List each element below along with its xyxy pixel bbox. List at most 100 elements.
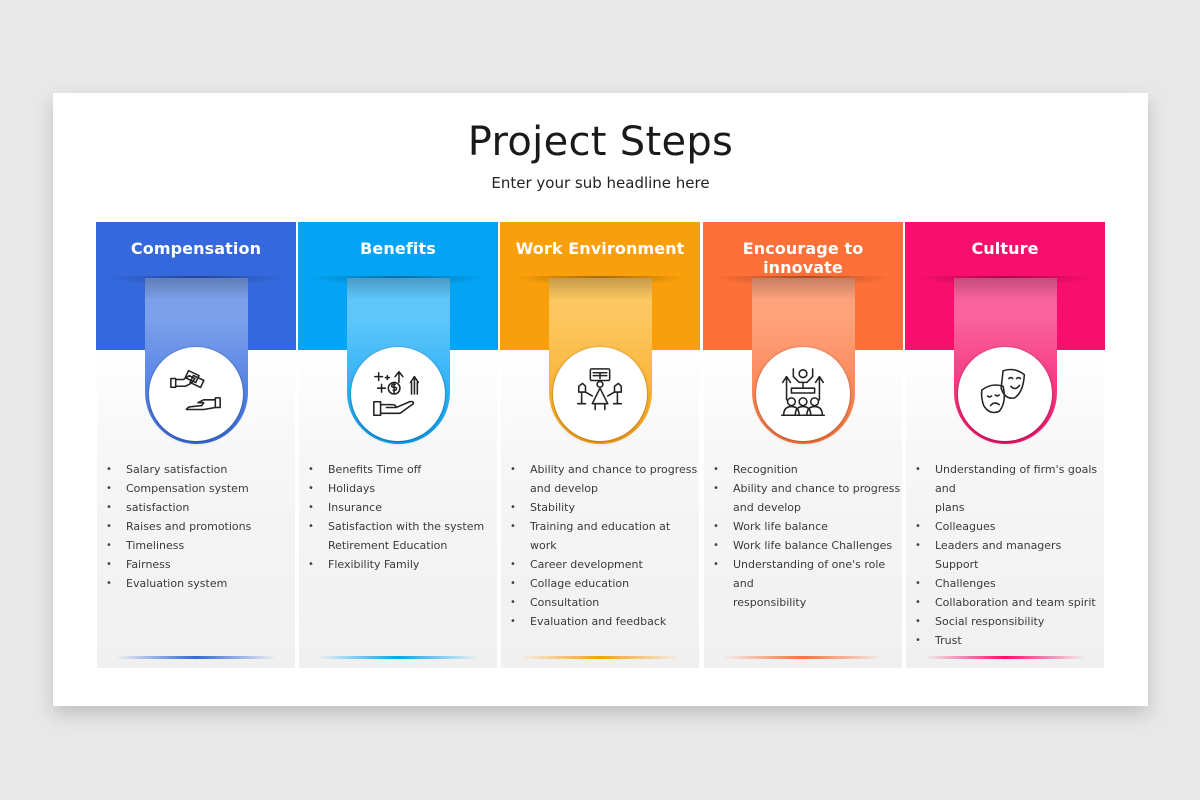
step-list-item-text: Retirement Education xyxy=(328,539,448,552)
step-list-item: • Satisfaction with the system xyxy=(306,517,496,536)
step-item-list: • Salary satisfaction • Compensation system… xyxy=(104,460,294,593)
step-list-item-text: plans xyxy=(935,501,965,514)
step-list-item-text: Social responsibility xyxy=(935,615,1045,628)
step-list-item-text: Ability and chance to progress xyxy=(733,482,901,495)
step-list-item: •Challenges xyxy=(913,574,1103,593)
step-list-item: • Collaboration and team spirit xyxy=(913,593,1103,612)
step-list-item: • Compensation system xyxy=(104,479,294,498)
ribbon-shade xyxy=(145,278,248,300)
step-list-item: • Consultation xyxy=(508,593,698,612)
step-column-benefits: Benefits •Benefits Time off•Holidays•Ins… xyxy=(298,222,498,668)
step-list-item-text: and develop xyxy=(733,501,801,514)
step-list-item-text: Timeliness xyxy=(126,539,185,552)
step-list-item: • Social responsibility xyxy=(913,612,1103,631)
step-list-item-text: Consultation xyxy=(530,596,600,609)
step-list-item-text: Evaluation system xyxy=(126,577,228,590)
step-list-item: • Raises and promotions xyxy=(104,517,294,536)
bullet-icon: • xyxy=(915,578,921,589)
bullet-icon: • xyxy=(510,502,516,513)
bullet-icon: • xyxy=(713,559,719,570)
step-bottom-accent-line xyxy=(520,656,680,659)
leader-team-growth-icon xyxy=(774,365,832,423)
bullet-icon: • xyxy=(106,540,112,551)
step-list-item: • Salary satisfaction xyxy=(104,460,294,479)
bullet-icon: • xyxy=(510,597,516,608)
step-list-item: Retirement Education xyxy=(306,536,496,555)
bullet-icon: • xyxy=(713,521,719,532)
step-list-item: • Fairness xyxy=(104,555,294,574)
step-list-item: • Stability xyxy=(508,498,698,517)
step-item-list: •Benefits Time off•Holidays•Insurance•Sa… xyxy=(306,460,496,574)
step-list-item: •Evaluation and feedback xyxy=(508,612,698,631)
step-bottom-accent-line xyxy=(723,656,883,659)
step-list-item-text: and develop xyxy=(530,482,598,495)
bullet-icon: • xyxy=(510,559,516,570)
step-title: Compensation xyxy=(130,239,262,258)
step-bottom-accent-line xyxy=(318,656,478,659)
step-list-item-text: Career development xyxy=(530,558,643,571)
bullet-icon: • xyxy=(106,578,112,589)
step-list-item: •Holidays xyxy=(306,479,496,498)
step-bottom-accent-line xyxy=(925,656,1085,659)
step-list-item: •Flexibility Family xyxy=(306,555,496,574)
step-list-item-text: Insurance xyxy=(328,501,382,514)
step-icon-circle xyxy=(351,347,445,441)
bullet-icon: • xyxy=(915,635,921,646)
step-list-item-text: Understanding of firm's goals and xyxy=(935,463,1098,495)
bullet-icon: • xyxy=(106,483,112,494)
step-list-item: • Work life balance xyxy=(711,517,901,536)
step-list-item-text: Training and education at work xyxy=(530,520,671,552)
ribbon-shade xyxy=(347,278,450,300)
step-list-item: • Trust xyxy=(913,631,1103,650)
step-title: Encourage to innovate xyxy=(742,239,864,277)
step-list-item-text: Compensation system xyxy=(126,482,249,495)
bullet-icon: • xyxy=(308,483,314,494)
step-list-item-text: Ability and chance to progress xyxy=(530,463,698,476)
slide: Project Steps Enter your sub headline he… xyxy=(53,93,1148,706)
step-list-item: responsibility xyxy=(711,593,901,612)
step-list-item: and develop xyxy=(508,479,698,498)
step-column-work-environment: Work Environment •Ability and chance to … xyxy=(500,222,700,668)
bullet-icon: • xyxy=(106,521,112,532)
step-list-item-text: Trust xyxy=(935,634,962,647)
step-list-item-text: Stability xyxy=(530,501,576,514)
step-list-item: plans xyxy=(913,498,1103,517)
step-column-compensation: Compensation • Salary satisfaction • Compen… xyxy=(96,222,296,668)
bullet-icon: • xyxy=(510,616,516,627)
step-list-item: •Recognition xyxy=(711,460,901,479)
bullet-icon: • xyxy=(308,521,314,532)
step-list-item-text: Raises and promotions xyxy=(126,520,252,533)
bullet-icon: • xyxy=(510,521,516,532)
step-column-culture: Culture •Understanding of firm's goals a… xyxy=(905,222,1105,668)
slide-title: Project Steps xyxy=(467,119,734,165)
bullet-icon: • xyxy=(106,502,112,513)
step-list-item-text: responsibility xyxy=(733,596,807,609)
step-list-item-text: Collaboration and team spirit xyxy=(935,596,1096,609)
step-list-item-text: Benefits Time off xyxy=(328,463,422,476)
step-list-item-text: Work life balance Challenges xyxy=(733,539,893,552)
step-list-item-text: Satisfaction with the system xyxy=(328,520,485,533)
theater-masks-icon xyxy=(976,365,1034,423)
step-list-item-text: Fairness xyxy=(126,558,171,571)
bullet-icon: • xyxy=(106,464,112,475)
bullet-icon: • xyxy=(308,502,314,513)
bullet-icon: • xyxy=(915,616,921,627)
bullet-icon: • xyxy=(915,597,921,608)
step-list-item: • Insurance xyxy=(306,498,496,517)
step-icon-circle xyxy=(756,347,850,441)
meeting-table-icon xyxy=(571,365,629,423)
step-list-item-text: Recognition xyxy=(733,463,798,476)
step-list-item: • Training and education at work xyxy=(508,517,698,555)
step-list-item: •Ability and chance to progress xyxy=(508,460,698,479)
step-list-item-text: Salary satisfaction xyxy=(126,463,228,476)
bullet-icon: • xyxy=(308,464,314,475)
step-list-item-text: Work life balance xyxy=(733,520,828,533)
step-list-item: •Work life balance Challenges xyxy=(711,536,901,555)
bullet-icon: • xyxy=(106,559,112,570)
bullet-icon: • xyxy=(713,483,719,494)
hand-giving-money-icon xyxy=(167,365,225,423)
step-title: Benefits xyxy=(360,239,436,258)
step-list-item-text: Colleagues xyxy=(935,520,996,533)
step-item-list: •Recognition•Ability and chance to progr… xyxy=(711,460,901,612)
